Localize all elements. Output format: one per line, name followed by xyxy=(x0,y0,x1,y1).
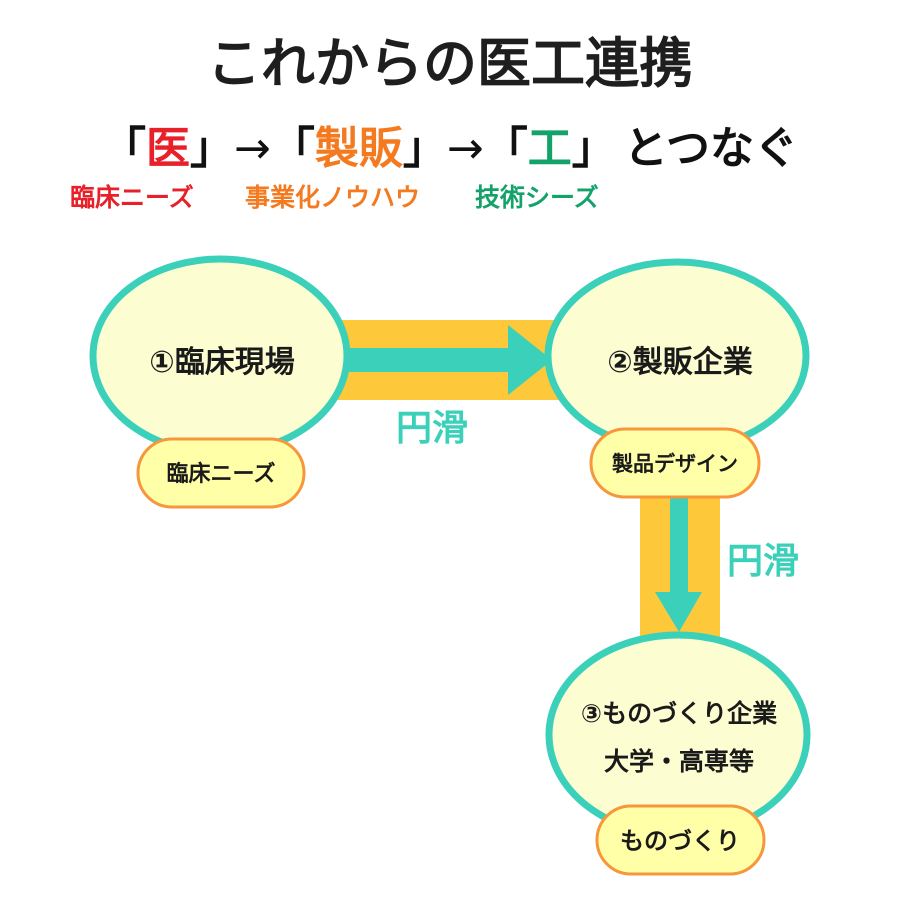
arrow-right-icon: → xyxy=(234,123,271,174)
subtitle-tail: とつなぐ xyxy=(624,123,798,174)
node-label: ②製販企業 xyxy=(607,345,752,380)
subtitle: 「医」→「製販」→「工」とつなぐ xyxy=(102,123,798,174)
arrow-right-icon: → xyxy=(447,123,484,174)
bracket: 「 xyxy=(102,123,146,174)
legend-business-knowhow: 事業化ノウハウ xyxy=(245,183,420,212)
connector-arrow-shaft xyxy=(340,348,512,372)
node-label: ③ものづくり企業 xyxy=(581,699,777,728)
page-title: これからの医工連携 xyxy=(207,32,693,95)
tag-manufacturing xyxy=(595,804,766,876)
arrow-down-icon xyxy=(655,592,702,632)
connector-arrow-shaft xyxy=(670,498,688,596)
tag-label: 臨床ニーズ xyxy=(167,461,276,487)
bracket: 「 xyxy=(484,123,528,174)
tag-label: ものづくり xyxy=(620,827,740,855)
subtitle-med: 医 xyxy=(146,123,190,174)
subtitle-sales: 製販 xyxy=(315,123,404,174)
bracket: 「 xyxy=(271,123,315,174)
arrow-right-icon xyxy=(508,325,552,395)
connector-label: 円滑 xyxy=(727,541,799,582)
tag-clinical-needs xyxy=(136,437,306,509)
tag-label: 製品デザイン xyxy=(611,452,738,476)
bracket: 」 xyxy=(572,123,616,174)
node-label: ①臨床現場 xyxy=(149,345,294,380)
tag-product-design xyxy=(589,427,761,499)
bracket: 」 xyxy=(190,123,234,174)
node-sublabel: 大学・高専等 xyxy=(604,747,754,776)
legend-clinical-needs: 臨床ニーズ xyxy=(70,183,194,212)
connector-label: 円滑 xyxy=(396,408,468,449)
subtitle-eng: 工 xyxy=(528,123,572,174)
bracket: 」 xyxy=(403,123,447,174)
legend-tech-seeds: 技術シーズ xyxy=(475,183,599,212)
